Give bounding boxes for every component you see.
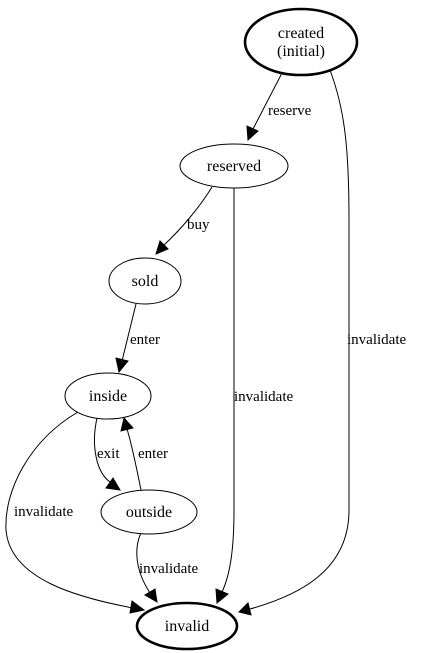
edge-label-invalidate-reserved: invalidate — [234, 389, 293, 405]
node-shape — [243, 7, 359, 77]
node-shape — [135, 601, 239, 651]
edge-line — [126, 428, 142, 491]
node-inside: inside — [64, 372, 152, 420]
edge-label-exit: exit — [97, 446, 120, 462]
edge-line — [249, 69, 350, 610]
edge-created-to-invalid: invalidate — [238, 69, 406, 616]
edge-label-buy: buy — [187, 217, 210, 233]
edge-line — [5, 411, 134, 609]
edge-line — [252, 72, 283, 130]
edge-created-to-reserved: reserve — [246, 72, 312, 142]
edge-label-invalidate-created: invalidate — [347, 332, 406, 348]
arrowhead — [120, 416, 134, 432]
node-label: outside — [126, 504, 172, 521]
edge-label-invalidate-outside: invalidate — [139, 561, 198, 577]
node-shape — [108, 257, 182, 305]
edge-outside-to-inside: enter — [120, 416, 168, 491]
node-created: created (initial) — [243, 7, 359, 77]
node-invalid: invalid — [135, 601, 239, 651]
edge-label-invalidate-inside: invalidate — [14, 504, 73, 520]
arrowhead — [215, 588, 229, 604]
edge-label-enter-outside: enter — [138, 446, 168, 462]
arrowhead — [129, 600, 146, 614]
node-label: sold — [132, 273, 159, 290]
node-label: inside — [89, 388, 127, 405]
edge-sold-to-inside: enter — [115, 303, 160, 374]
edge-line — [121, 303, 137, 362]
node-label: reserved — [207, 158, 261, 175]
node-shape — [64, 372, 152, 420]
edge-label-enter-sold: enter — [130, 332, 160, 348]
edge-label-reserve: reserve — [268, 103, 312, 119]
edge-line — [163, 186, 213, 246]
arrowhead — [238, 602, 252, 616]
arrowhead — [115, 357, 129, 374]
edge-reserved-to-sold: buy — [155, 186, 213, 255]
node-label: (initial) — [277, 43, 325, 60]
arrowhead — [155, 240, 169, 255]
arrowhead — [246, 125, 259, 142]
edge-line — [221, 188, 235, 593]
node-outside: outside — [100, 489, 198, 535]
node-shape — [100, 489, 198, 535]
edge-line — [136, 532, 151, 594]
node-shape — [179, 143, 289, 189]
edge-outside-to-invalid: invalidate — [136, 532, 198, 603]
edge-inside-to-invalid: invalidate — [5, 411, 146, 614]
edge-reserved-to-invalid: invalidate — [215, 188, 293, 604]
edge-line — [94, 417, 111, 483]
node-reserved: reserved — [179, 143, 289, 189]
node-label: invalid — [165, 618, 209, 635]
arrowhead — [105, 477, 121, 491]
arrowhead — [144, 588, 158, 603]
node-label: created — [278, 25, 324, 42]
node-sold: sold — [108, 257, 182, 305]
edge-inside-to-outside: exit — [94, 417, 121, 491]
